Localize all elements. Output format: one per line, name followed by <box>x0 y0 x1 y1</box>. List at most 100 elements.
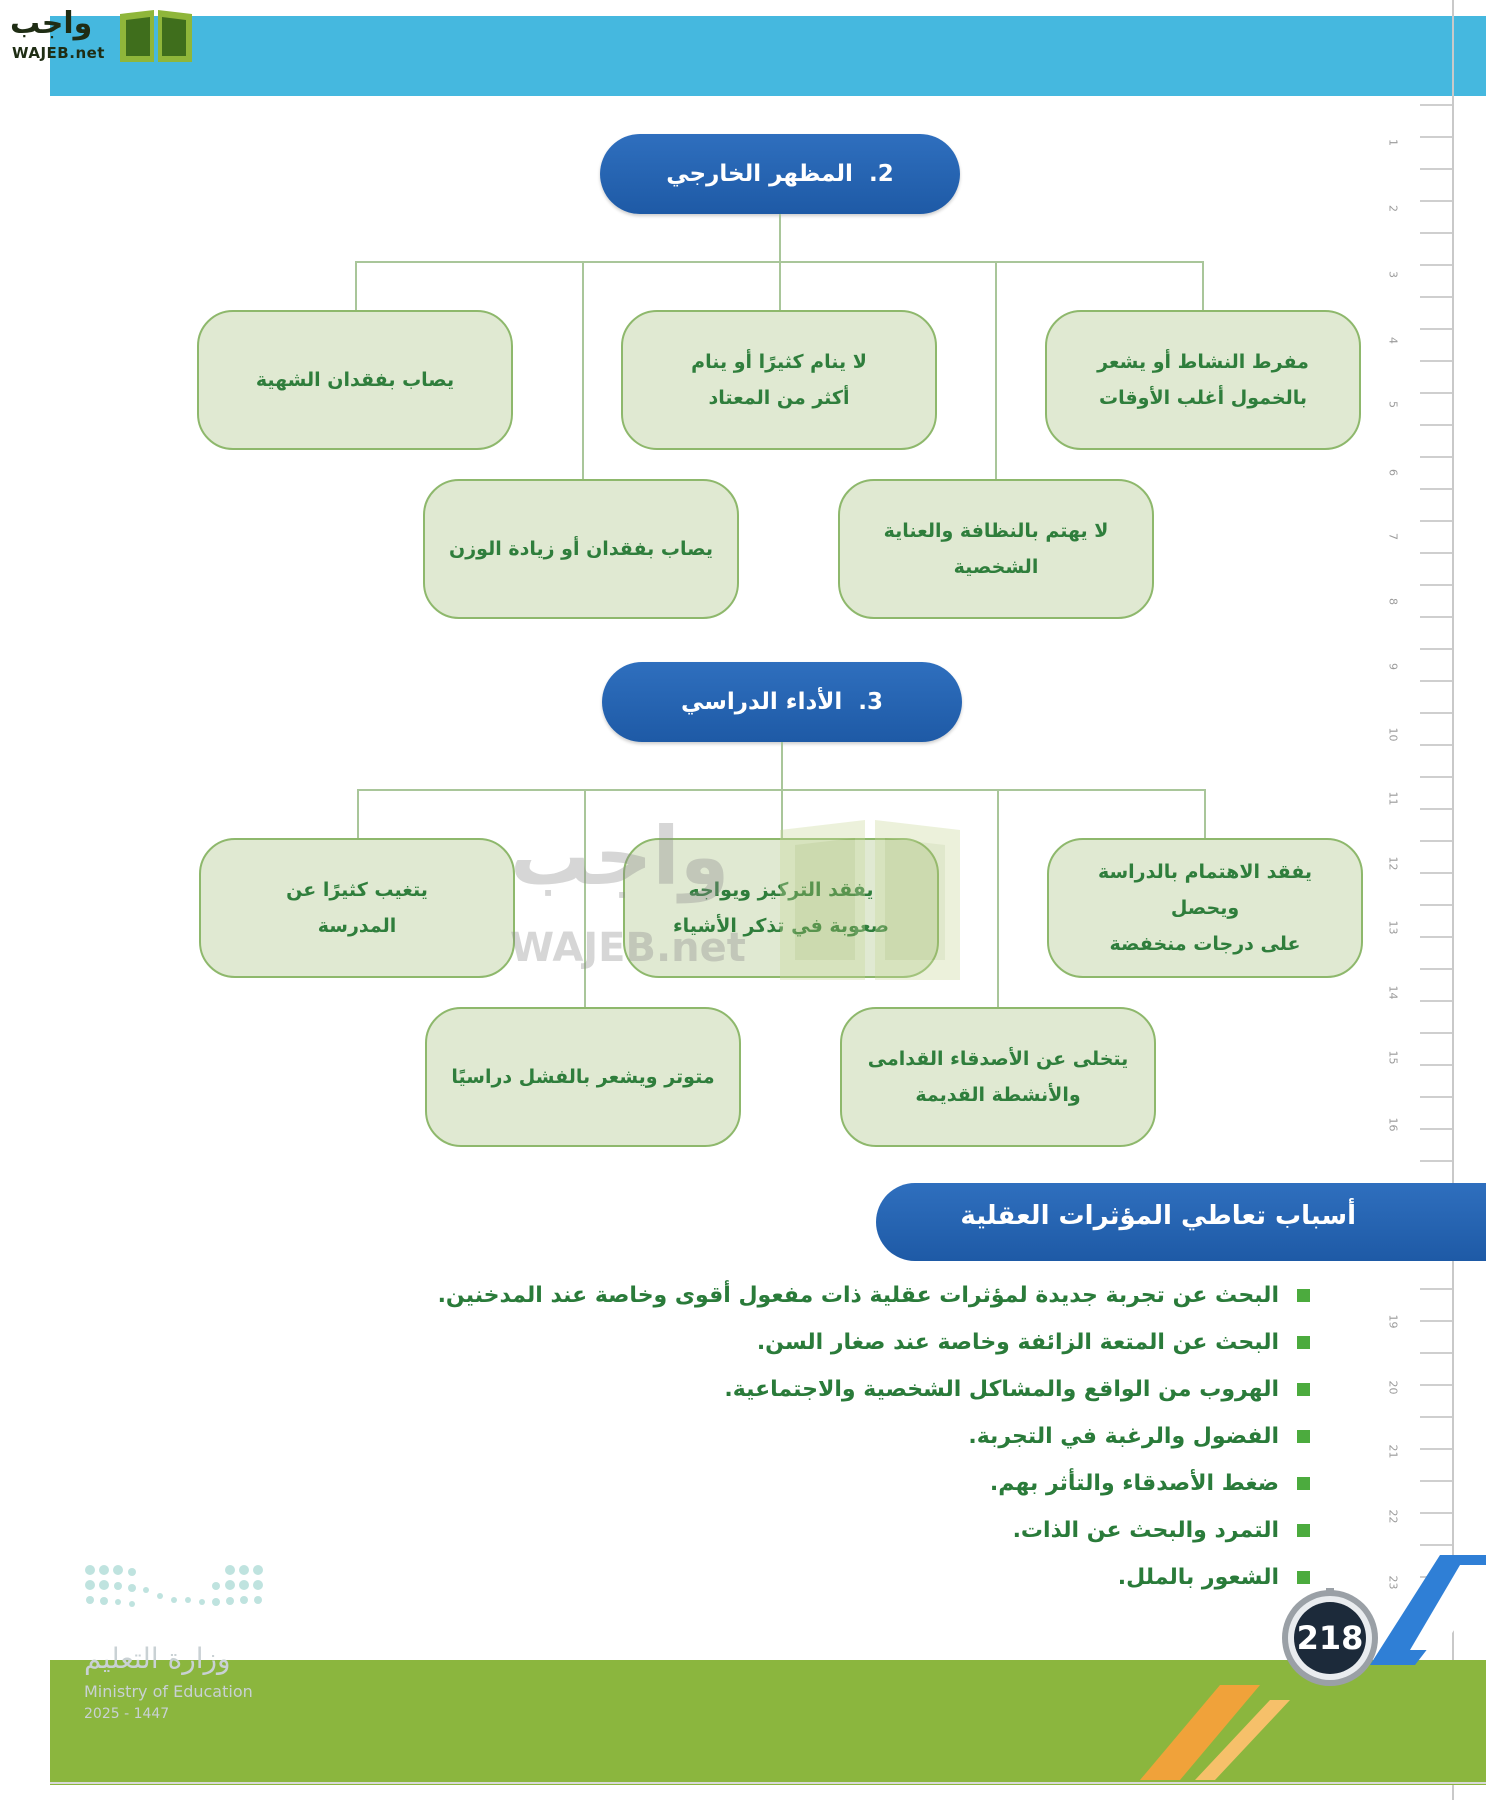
appearance-title: المظهر الخارجي <box>666 161 853 187</box>
ruler-tick <box>1420 392 1452 394</box>
box-line: يفقد التركيز ويواجه <box>688 879 873 901</box>
list-item-text: ضغط الأصدقاء والتأثر بهم. <box>989 1471 1279 1496</box>
appearance-header: 2. المظهر الخارجي <box>600 134 960 214</box>
decorative-stripes <box>1140 1555 1486 1780</box>
ruler-label: 12 <box>1386 856 1400 871</box>
wajeb-logo[interactable]: واجب WAJEB.net <box>8 4 193 66</box>
academic-box: يفقد التركيز ويواجه صعوبة في تذكر الأشياء <box>623 838 939 978</box>
bottom-edge-line <box>50 1782 1486 1784</box>
ruler-tick <box>1420 1384 1452 1386</box>
list-item: البحث عن تجربة جديدة لمؤثرات عقلية ذات م… <box>410 1272 1310 1319</box>
connector <box>781 742 783 790</box>
ruler-label: 7 <box>1386 533 1400 540</box>
causes-list: البحث عن تجربة جديدة لمؤثرات عقلية ذات م… <box>410 1272 1310 1601</box>
connector <box>781 789 783 839</box>
ruler-tick <box>1420 456 1452 458</box>
causes-title: أسباب تعاطي المؤثرات العقلية <box>960 1201 1356 1231</box>
bullet-square-icon <box>1297 1430 1310 1443</box>
box-line: لا يهتم بالنظافة والعناية <box>883 520 1109 542</box>
connector <box>357 789 359 839</box>
ruler-label: 4 <box>1386 337 1400 344</box>
ministry-english-name: Ministry of Education <box>84 1682 253 1701</box>
list-item-text: التمرد والبحث عن الذات. <box>1012 1518 1279 1543</box>
list-item: ضغط الأصدقاء والتأثر بهم. <box>410 1460 1310 1507</box>
ruler-tick <box>1420 1352 1452 1354</box>
ruler-label: 15 <box>1386 1050 1400 1065</box>
watermark-latin: WAJEB.net <box>510 925 746 971</box>
box-line: على درجات منخفضة <box>1109 933 1301 955</box>
ruler-tick <box>1420 168 1452 170</box>
ruler-tick <box>1420 680 1452 682</box>
logo-latin-text: WAJEB.net <box>12 44 105 62</box>
ruler-tick <box>1420 296 1452 298</box>
ministry-arabic-name: وزارة التعليم <box>84 1642 231 1675</box>
ruler-tick <box>1420 936 1452 938</box>
ruler-tick <box>1420 968 1452 970</box>
box-line: مفرط النشاط أو يشعر <box>1097 351 1309 373</box>
list-item: الشعور بالملل. <box>410 1554 1310 1601</box>
ruler-tick <box>1420 584 1452 586</box>
ruler-tick <box>1420 1032 1452 1034</box>
ruler-label: 19 <box>1386 1314 1400 1329</box>
ruler-label: 11 <box>1386 791 1400 806</box>
ruler-tick <box>1420 840 1452 842</box>
box-line: صعوبة في تذكر الأشياء <box>672 915 889 937</box>
watermark-book-icon <box>780 820 960 980</box>
box-line: لا ينام كثيرًا أو ينام <box>691 351 867 373</box>
ruler-label: 5 <box>1386 401 1400 408</box>
box-line: أكثر من المعتاد <box>708 387 850 409</box>
connector <box>997 789 999 1007</box>
academic-title: الأداء الدراسي <box>680 689 843 715</box>
list-item-text: البحث عن تجربة جديدة لمؤثرات عقلية ذات م… <box>437 1283 1279 1308</box>
page-number-badge: 218 <box>1280 1588 1380 1688</box>
bullet-square-icon <box>1297 1571 1310 1584</box>
ruler-label: 13 <box>1386 920 1400 935</box>
watermark: واجب WAJEB.net <box>500 810 980 990</box>
ruler-tick <box>1420 1448 1452 1450</box>
list-item: الفضول والرغبة في التجربة. <box>410 1413 1310 1460</box>
ruler-tick <box>1420 1064 1452 1066</box>
list-item-text: الفضول والرغبة في التجربة. <box>968 1424 1279 1449</box>
academic-header: 3. الأداء الدراسي <box>602 662 962 742</box>
causes-header: أسباب تعاطي المؤثرات العقلية <box>876 1183 1486 1261</box>
ruler-tick <box>1420 744 1452 746</box>
ministry-year: 2025 - 1447 <box>84 1706 170 1722</box>
ruler-tick <box>1420 1000 1452 1002</box>
appearance-box: يصاب بفقدان الشهية <box>197 310 513 450</box>
connector <box>1202 261 1204 311</box>
ruler-label: 1 <box>1386 139 1400 146</box>
ruler-label: 8 <box>1386 598 1400 605</box>
logo-arabic-text: واجب <box>10 6 93 41</box>
bullet-square-icon <box>1297 1289 1310 1302</box>
appearance-box: مفرط النشاط أو يشعر بالخمول أغلب الأوقات <box>1045 310 1361 450</box>
book-icon <box>120 10 192 62</box>
ruler-tick <box>1420 712 1452 714</box>
box-line: يتخلى عن الأصدقاء القدامى <box>867 1048 1129 1070</box>
ruler-label: 14 <box>1386 985 1400 1000</box>
appearance-box: لا ينام كثيرًا أو ينام أكثر من المعتاد <box>621 310 937 450</box>
ruler-label: 10 <box>1386 727 1400 742</box>
academic-box: يفقد الاهتمام بالدراسة ويحصل على درجات من… <box>1047 838 1363 978</box>
ruler-tick <box>1420 488 1452 490</box>
ruler-label: 22 <box>1386 1509 1400 1524</box>
box-line: يفقد الاهتمام بالدراسة ويحصل <box>1097 861 1313 919</box>
ruler-tick <box>1420 552 1452 554</box>
box-line: يتغيب كثيرًا عن <box>286 879 428 901</box>
box-line: بالخمول أغلب الأوقات <box>1099 387 1307 409</box>
list-item: البحث عن المتعة الزائفة وخاصة عند صغار ا… <box>410 1319 1310 1366</box>
ruler-tick <box>1420 872 1452 874</box>
ministry-dots-icon <box>85 1565 263 1607</box>
ruler-tick <box>1420 904 1452 906</box>
ruler-tick <box>1420 424 1452 426</box>
header-band <box>50 16 1486 96</box>
connector <box>1204 789 1206 839</box>
ruler-tick <box>1420 648 1452 650</box>
ruler-label: 21 <box>1386 1444 1400 1459</box>
watermark-arabic: واجب <box>510 810 730 903</box>
ruler-tick <box>1420 1416 1452 1418</box>
list-item-text: الشعور بالملل. <box>1117 1565 1279 1590</box>
list-item: التمرد والبحث عن الذات. <box>410 1507 1310 1554</box>
connector <box>584 789 586 1007</box>
ruler-tick <box>1420 520 1452 522</box>
